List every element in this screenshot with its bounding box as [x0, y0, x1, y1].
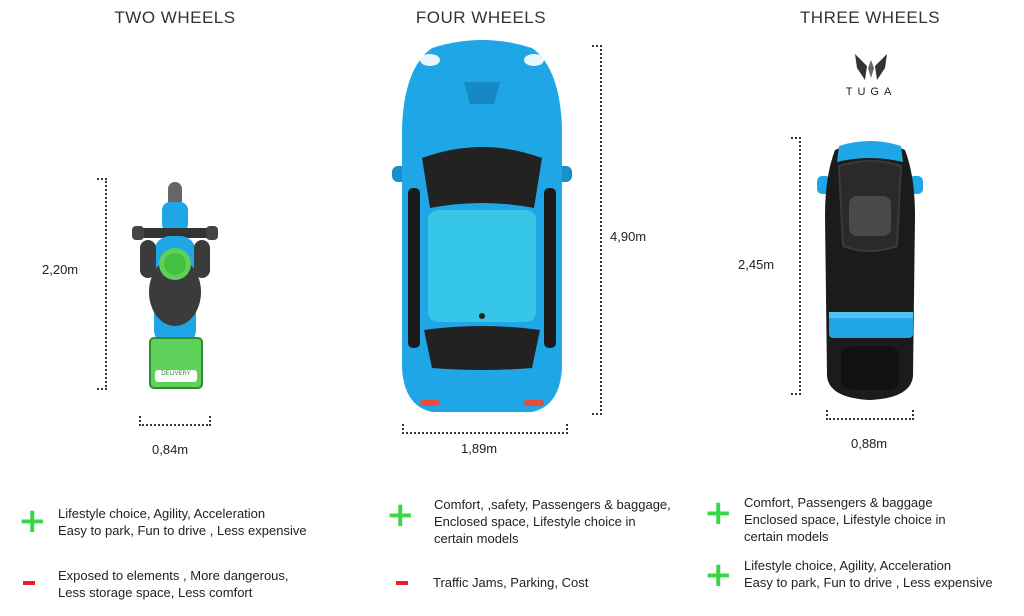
minus-icon — [23, 581, 35, 585]
tuga-logo-icon — [855, 54, 887, 80]
pro-line: Enclosed space, Lifestyle choice in — [434, 514, 636, 529]
car-width-line — [402, 424, 568, 434]
minus-icon — [396, 581, 408, 585]
pro-line: Lifestyle choice, Agility, Acceleration — [744, 558, 952, 573]
plus-icon: + — [18, 501, 47, 541]
scooter-length-label: 2,20m — [42, 262, 79, 277]
pro-line: certain models — [744, 529, 829, 544]
plus-icon: + — [704, 493, 733, 533]
delivery-badge: DELIVERY — [161, 371, 191, 377]
scooter-width-line — [139, 416, 211, 426]
pro-line: Comfort, Passengers & baggage — [744, 495, 933, 510]
scooter-length-line — [97, 178, 107, 390]
four-wheels-pros: Comfort, ,safety, Passengers & baggage, … — [434, 496, 714, 547]
tuga-length-line — [791, 137, 801, 395]
car-illustration — [392, 40, 572, 412]
tuga-illustration — [817, 141, 923, 400]
heading-three-wheels: THREE WHEELS — [799, 8, 941, 27]
car-length-line — [592, 45, 602, 415]
four-wheels-cons: Traffic Jams, Parking, Cost — [433, 574, 713, 591]
car-length-label: 4,90m — [610, 229, 647, 244]
pro-line: Easy to park, Fun to drive , Less expens… — [744, 575, 993, 590]
pro-line: Lifestyle choice, Agility, Acceleration — [58, 506, 266, 521]
two-wheels-pros: Lifestyle choice, Agility, Acceleration … — [58, 505, 338, 539]
tuga-length-label: 2,45m — [738, 257, 775, 272]
con-line: Traffic Jams, Parking, Cost — [433, 575, 589, 590]
pro-line: certain models — [434, 531, 519, 546]
heading-four-wheels: FOUR WHEELS — [415, 8, 547, 27]
scooter-illustration — [132, 182, 218, 389]
pro-line: Easy to park, Fun to drive , Less expens… — [58, 523, 307, 538]
car-width-label: 1,89m — [461, 441, 498, 456]
plus-icon: + — [386, 495, 415, 535]
three-wheels-pros: Comfort, Passengers & baggage Enclosed s… — [744, 494, 1024, 545]
tuga-width-line — [826, 410, 914, 420]
two-wheels-cons: Exposed to elements , More dangerous, Le… — [58, 567, 338, 601]
three-wheels-pros-2: Lifestyle choice, Agility, Acceleration … — [744, 557, 1024, 591]
heading-two-wheels: TWO WHEELS — [114, 8, 236, 27]
con-line: Less storage space, Less comfort — [58, 585, 253, 600]
tuga-brand-text: TUGA — [845, 86, 897, 98]
pro-line: Enclosed space, Lifestyle choice in — [744, 512, 946, 527]
con-line: Exposed to elements , More dangerous, — [58, 568, 289, 583]
tuga-width-label: 0,88m — [851, 436, 888, 451]
scooter-width-label: 0,84m — [152, 442, 189, 457]
pro-line: Comfort, ,safety, Passengers & baggage, — [434, 497, 671, 512]
plus-icon: + — [704, 555, 733, 595]
